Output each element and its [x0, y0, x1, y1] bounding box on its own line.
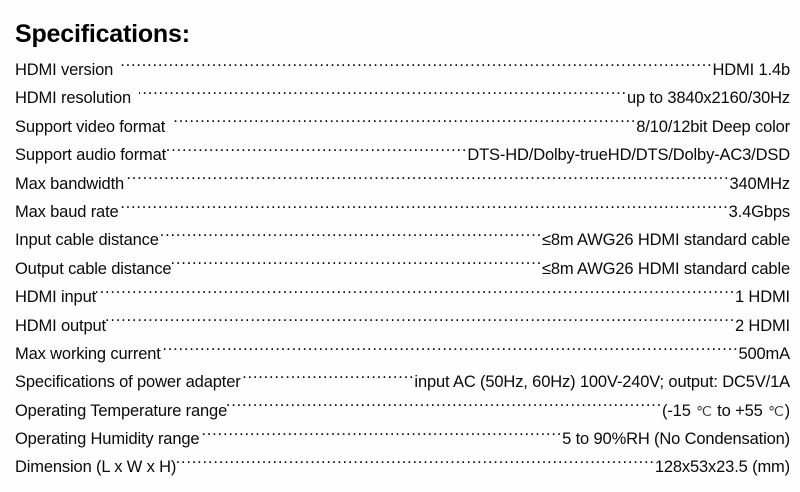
spec-row: HDMI resolution up to 3840x2160/30Hz — [15, 84, 790, 112]
spec-row: Input cable distance ≤8m AWG26 HDMI stand… — [15, 226, 790, 254]
spec-value: ≤8m AWG26 HDMI standard cable — [541, 231, 790, 250]
spec-label: Operating Humidity range — [15, 430, 200, 449]
dot-leader — [96, 286, 735, 303]
spec-row: Max baud rate 3.4Gbps — [15, 198, 790, 226]
dot-leader — [159, 229, 542, 246]
spec-value: 128x53x23.5 (mm) — [654, 458, 790, 477]
dot-leader — [199, 428, 562, 445]
dot-leader — [227, 399, 662, 416]
dot-leader — [173, 115, 636, 132]
spec-value: DTS-HD/Dolby-trueHD/DTS/Dolby-AC3/DSD — [467, 146, 790, 165]
spec-row: Operating Humidity range 5 to 90%RH (No C… — [15, 425, 790, 453]
spec-label: Input cable distance — [15, 231, 159, 250]
page-title: Specifications: — [15, 20, 190, 48]
spec-label: Operating Temperature range — [15, 401, 228, 420]
spec-row: Support video format 8/10/12bit Deep colo… — [15, 113, 790, 141]
degree-celsius-symbol: ℃ — [696, 402, 712, 419]
spec-row: HDMI output 2 HDMI — [15, 312, 790, 340]
spec-label: Dimension (L x W x H) — [15, 458, 177, 477]
spec-value: 340MHz — [729, 174, 790, 193]
dot-leader — [139, 87, 627, 104]
spec-value: input AC (50Hz, 60Hz) 100V-240V; output:… — [414, 373, 790, 392]
dot-leader — [121, 59, 712, 76]
dot-leader — [166, 144, 467, 161]
spec-label: Max working current — [15, 344, 161, 363]
spec-label: HDMI input — [15, 288, 97, 307]
spec-row: Dimension (L x W x H) 128x53x23.5 (mm) — [15, 453, 790, 481]
spec-value: 500mA — [738, 344, 790, 363]
spec-label: Max bandwidth — [15, 174, 125, 193]
spec-value: 1 HDMI — [734, 288, 790, 307]
dot-leader — [171, 257, 542, 274]
spec-label: HDMI resolution — [15, 89, 132, 108]
spec-value: ≤8m AWG26 HDMI standard cable — [541, 259, 790, 278]
dot-leader — [119, 200, 729, 217]
spec-row: Output cable distance ≤8m AWG26 HDMI stan… — [15, 255, 790, 283]
spec-label: HDMI output — [15, 316, 106, 335]
spec-label: Support audio format — [15, 146, 167, 165]
spec-row: Specifications of power adapter input AC … — [15, 368, 790, 396]
spec-value: 8/10/12bit Deep color — [636, 117, 790, 136]
spec-value: HDMI 1.4b — [712, 61, 790, 79]
spec-row: HDMI version HDMI 1.4b — [15, 56, 790, 84]
spec-row: Max working current 500mA — [15, 340, 790, 368]
spec-row: HDMI input 1 HDMI — [15, 283, 790, 311]
dot-leader — [106, 314, 735, 331]
dot-leader — [124, 172, 729, 189]
spec-label: Max baud rate — [15, 202, 119, 221]
spec-value: 5 to 90%RH (No Condensation) — [562, 430, 790, 449]
dot-leader — [241, 371, 415, 388]
dot-leader — [161, 342, 739, 359]
spec-label: Support video format — [15, 117, 166, 136]
spec-label: Specifications of power adapter — [15, 373, 241, 392]
spec-row: Operating Temperature range (-15 ℃ to +55… — [15, 397, 790, 425]
dot-leader — [176, 456, 655, 473]
spec-row: Max bandwidth 340MHz — [15, 170, 790, 198]
spec-label: Output cable distance — [15, 259, 172, 278]
degree-celsius-symbol: ℃ — [768, 402, 784, 419]
spec-value: 3.4Gbps — [728, 202, 790, 221]
spec-value: 2 HDMI — [734, 316, 790, 335]
spec-label: HDMI version — [15, 61, 114, 79]
spec-value: (-15 ℃ to +55 ℃) — [661, 401, 790, 420]
spec-value: up to 3840x2160/30Hz — [626, 89, 790, 108]
spec-row: Support audio format DTS-HD/Dolby-trueHD/… — [15, 141, 790, 169]
